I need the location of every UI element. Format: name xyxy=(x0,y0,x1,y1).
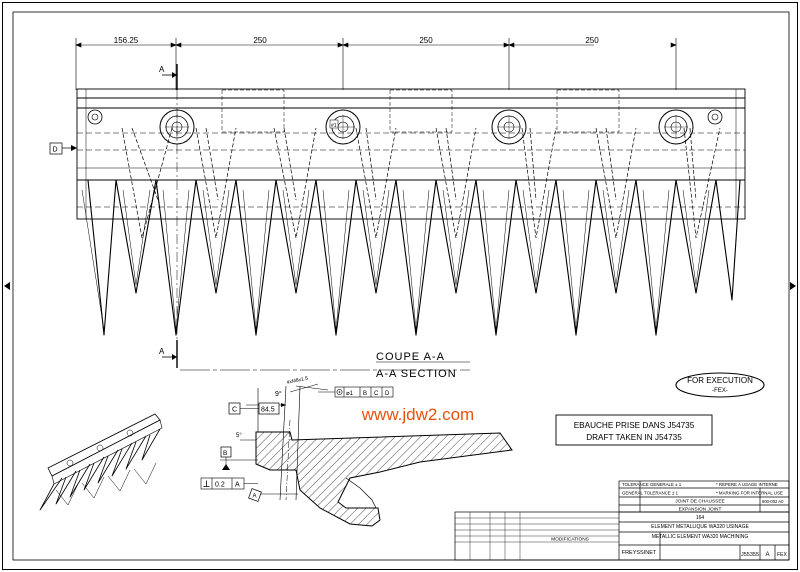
section-mark-top: A xyxy=(159,65,165,74)
draft-note-box xyxy=(555,414,713,446)
section-title-fr: COUPE A-A xyxy=(376,351,445,363)
center-mark-right xyxy=(790,282,796,290)
datum-c xyxy=(228,402,280,415)
desc-en: METALLIC ELEMENT WA320 MACHINING xyxy=(652,534,749,540)
svg-text:4xM8x1.5: 4xM8x1.5 xyxy=(286,376,309,386)
tol-general-fr: TOLERANCE GENERALE ± 1 xyxy=(622,482,682,487)
watermark-text: www.jdw2.com xyxy=(361,405,474,424)
position-ref-1: B xyxy=(363,391,367,397)
dim-156: 156.25 xyxy=(114,36,139,45)
sheet-code: 600-002 A0 xyxy=(762,499,784,504)
dim-250-b: 250 xyxy=(419,36,433,45)
drawing-number: J55355 xyxy=(741,552,759,558)
note-internal-en: * MARKING FOR INTERNAL USE xyxy=(716,491,783,496)
anchor-bolts xyxy=(87,109,723,145)
tol-0-2: 0.2 xyxy=(215,482,225,489)
note-internal-fr: * REPERE A USAGE INTERNE xyxy=(716,482,778,487)
part-name-fr: JOINT DE CHAUSSEE xyxy=(675,499,725,505)
small-bolt-left xyxy=(87,109,103,125)
tol-general-en: GENERAL TOLERANCE ± 1 xyxy=(622,491,679,496)
plate-plan-view xyxy=(76,88,746,220)
svg-text:#1: #1 xyxy=(331,123,337,129)
position-tol-value: ⌀1 xyxy=(346,391,354,397)
datum-d-label: D xyxy=(53,147,58,154)
title-block xyxy=(454,480,790,561)
datum-c-label: C xyxy=(232,407,237,414)
modifications-header: MODIFICATIONS xyxy=(551,537,589,543)
tol-ref-a: A xyxy=(235,482,240,489)
status-code: FEX xyxy=(777,552,787,558)
dimension-chain xyxy=(75,38,677,90)
hidden-teeth xyxy=(121,127,721,239)
execution-stamp xyxy=(675,372,765,398)
datum-a xyxy=(248,488,262,502)
isometric-view xyxy=(39,413,163,511)
part-name-en: EXPANSION JOINT xyxy=(679,507,722,513)
position-ref-2: C xyxy=(374,391,379,397)
dim-250-a: 250 xyxy=(253,36,267,45)
stamp-line-2: -FEX- xyxy=(712,388,728,394)
flatness-frame xyxy=(200,477,258,490)
angle-callout-2: 5° xyxy=(236,433,242,439)
angle-callout: 9° xyxy=(275,390,282,398)
dim-250-c: 250 xyxy=(585,36,599,45)
small-bolt-right xyxy=(707,109,723,125)
datum-b xyxy=(220,446,232,470)
plate-teeth xyxy=(81,179,741,336)
position-mark-1: #1 xyxy=(329,119,339,129)
revision: A xyxy=(765,552,769,558)
company-name: FREYSSINET xyxy=(622,550,657,556)
section-mark-bottom: A xyxy=(159,347,165,356)
datum-a-label: A xyxy=(253,494,257,500)
center-mark-left xyxy=(4,282,10,290)
draft-note-en: DRAFT TAKEN IN J54735 xyxy=(586,433,682,442)
inner-border xyxy=(12,11,790,561)
draft-note-fr: EBAUCHE PRISE DANS J54735 xyxy=(574,421,695,430)
small-dim-callout: 4xM8x1.5 xyxy=(286,376,309,386)
desc-fr: ELEMENT METALLIQUE WA320 USINAGE xyxy=(651,524,749,530)
material-ref: 164 xyxy=(696,515,705,521)
dim-84-5: 84.5 xyxy=(261,407,275,414)
position-tolerance-frame xyxy=(318,386,394,398)
section-title-en: A-A SECTION xyxy=(376,368,457,380)
datum-d xyxy=(49,142,77,155)
stamp-line-1: FOR EXECUTION xyxy=(687,376,753,385)
position-ref-3: D xyxy=(385,391,390,397)
datum-b-label: B xyxy=(223,450,227,457)
